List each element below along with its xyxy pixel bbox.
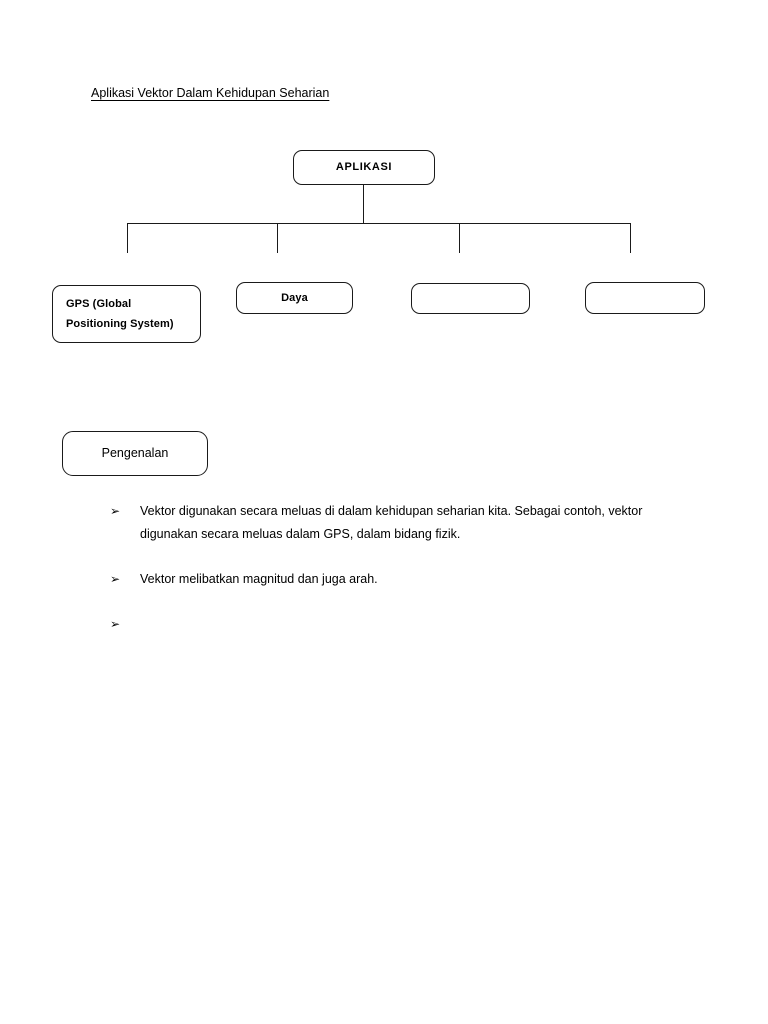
page-title: Aplikasi Vektor Dalam Kehidupan Seharian <box>91 86 330 100</box>
list-item: ➢ Vektor digunakan secara meluas di dala… <box>110 500 710 546</box>
connector-horizontal-bus <box>127 222 631 224</box>
flowchart-node-root-label: APLIKASI <box>335 161 393 173</box>
list-item-text <box>140 613 670 636</box>
section-heading-box: Pengenalan <box>62 431 208 476</box>
flowchart-node-daya-label: Daya <box>281 291 308 304</box>
flowchart-node-root: APLIKASI <box>293 150 435 185</box>
arrowhead-bullet-icon: ➢ <box>110 572 121 586</box>
flowchart-node-daya: Daya <box>236 282 353 314</box>
section-heading-label: Pengenalan <box>101 446 169 460</box>
flowchart-node-empty-2 <box>585 282 705 314</box>
list-item: ➢ Vektor melibatkan magnitud dan juga ar… <box>110 568 710 591</box>
flowchart-node-gps-label: GPS (Global Positioning System) <box>66 298 174 330</box>
flowchart-node-empty-1 <box>411 283 530 314</box>
connector-root-stem <box>363 185 365 223</box>
connector-drop-1 <box>127 223 129 253</box>
arrowhead-bullet-icon: ➢ <box>110 504 121 518</box>
flowchart-node-gps: GPS (Global Positioning System) <box>52 285 201 343</box>
connector-drop-2 <box>277 223 279 253</box>
list-item-text: Vektor melibatkan magnitud dan juga arah… <box>140 572 378 586</box>
arrowhead-bullet-icon: ➢ <box>110 617 121 631</box>
bullet-list: ➢ Vektor digunakan secara meluas di dala… <box>110 500 710 658</box>
connector-drop-4 <box>630 223 632 253</box>
connector-drop-3 <box>459 223 461 253</box>
list-item: ➢ <box>110 613 710 636</box>
list-item-text: Vektor digunakan secara meluas di dalam … <box>140 504 643 541</box>
